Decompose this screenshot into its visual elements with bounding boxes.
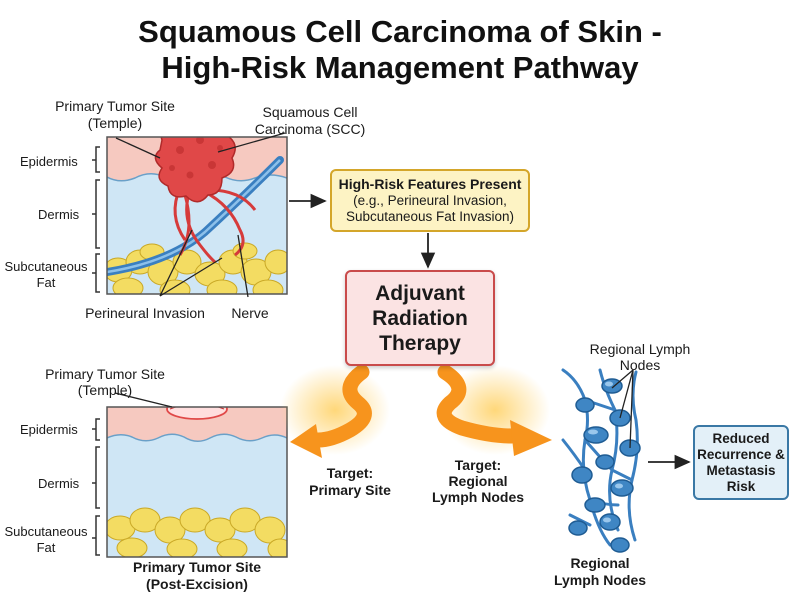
bottom-bracket-epidermis <box>92 418 100 441</box>
adjuvant-line3: Therapy <box>379 331 461 355</box>
title-line-1: Squamous Cell Carcinoma of Skin - <box>138 14 662 49</box>
excision-scar <box>166 407 228 420</box>
target-nodes-line2: Regional <box>448 473 508 489</box>
top-bracket-dermis <box>92 179 100 249</box>
high-risk-example-line2: Subcutaneous Fat Invasion) <box>345 209 515 224</box>
scc-tumor <box>154 137 236 203</box>
bottom-bracket-fat <box>92 515 100 556</box>
outcome-line1: Reduced <box>712 430 770 446</box>
lymph-nodes-bottom-label-line2: Lymph Nodes <box>553 572 647 588</box>
target-primary-line2: Primary Site <box>309 482 391 498</box>
radiation-arrow-nodes <box>436 364 552 456</box>
title-line-2: High-Risk Management Pathway <box>161 50 639 85</box>
outcome-line3: Metastasis <box>706 462 776 478</box>
post-excision-caption-line2: (Post-Excision) <box>146 576 248 592</box>
outcome-line2: Recurrence & <box>697 446 785 462</box>
target-nodes-line1: Target: <box>454 457 502 473</box>
adjuvant-radiation-box: Adjuvant Radiation Therapy <box>345 270 495 366</box>
post-excision-caption-line1: Primary Tumor Site <box>132 559 262 575</box>
top-subcut-label-line2: Fat <box>36 275 56 290</box>
top-bracket-fat <box>92 253 100 293</box>
scc-label-line2: Carcinoma (SCC) <box>254 121 366 137</box>
perineural-invasion-label: Perineural Invasion <box>85 305 205 321</box>
lymph-nodes-top-label-line1: Regional Lymph <box>589 341 691 357</box>
high-risk-example-line1: (e.g., Perineural Invasion, <box>353 193 507 208</box>
lymph-node-cluster <box>561 368 641 553</box>
bottom-skin-panel <box>92 392 288 558</box>
target-nodes-line3: Lymph Nodes <box>431 489 525 505</box>
high-risk-features-box: High-Risk Features Present (e.g., Perine… <box>330 169 530 232</box>
top-bracket-epidermis <box>92 146 100 173</box>
adjuvant-line1: Adjuvant <box>375 281 465 305</box>
top-dermis-label: Dermis <box>38 207 80 222</box>
adjuvant-line2: Radiation <box>372 306 468 330</box>
bottom-subcut-label-line1: Subcutaneous <box>4 524 88 539</box>
target-primary-line1: Target: <box>326 465 374 481</box>
radiation-arrow-primary <box>280 364 390 458</box>
lymph-nodes-bottom-label-line1: Regional <box>570 555 630 571</box>
top-skin-panel <box>92 132 288 298</box>
top-primary-site-label: Primary Tumor Site <box>55 98 175 114</box>
outcome-line4: Risk <box>726 478 756 494</box>
bottom-bracket-dermis <box>92 446 100 509</box>
reduced-risk-box: Reduced Recurrence & Metastasis Risk <box>693 425 789 500</box>
top-primary-site-sublabel: (Temple) <box>87 115 143 131</box>
bottom-primary-site-label: Primary Tumor Site <box>45 366 165 382</box>
bottom-subcut-label-line2: Fat <box>36 540 56 555</box>
bottom-dermis-label: Dermis <box>38 476 80 491</box>
bottom-epidermis-label: Epidermis <box>20 422 78 437</box>
high-risk-title: High-Risk Features Present <box>338 176 522 192</box>
bottom-fat-layer <box>107 507 287 557</box>
top-subcut-label-line1: Subcutaneous <box>4 259 88 274</box>
bottom-primary-site-sublabel: (Temple) <box>77 382 133 398</box>
scc-label-line1: Squamous Cell <box>262 104 358 120</box>
top-epidermis-label: Epidermis <box>20 154 78 169</box>
lymph-nodes-top-label-line2: Nodes <box>619 357 661 373</box>
nerve-label: Nerve <box>231 305 269 321</box>
